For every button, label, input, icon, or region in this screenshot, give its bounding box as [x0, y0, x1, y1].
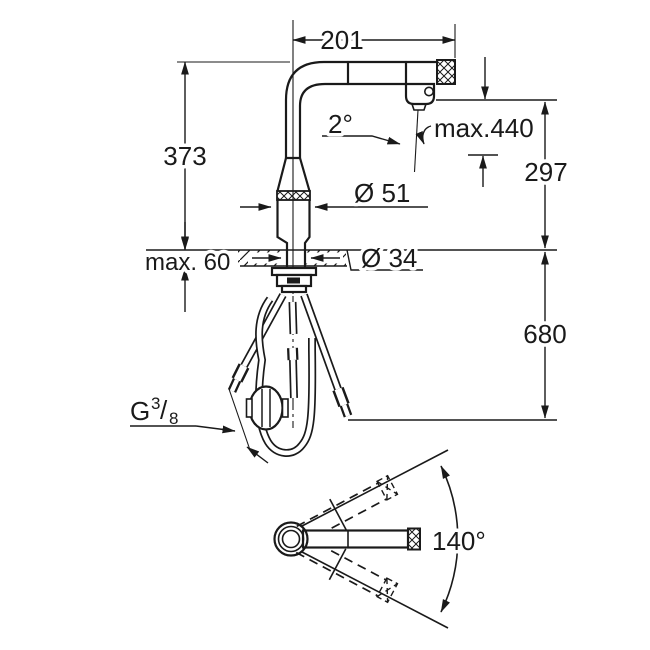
swivel-limit-lower	[301, 551, 449, 629]
mousseur-cap	[436, 59, 456, 85]
swivel-arc	[440, 465, 459, 613]
dim-spout-reach-label: 201	[320, 25, 363, 55]
dim-outlet-height-label: 297	[524, 157, 567, 187]
leader-pullout	[415, 125, 432, 145]
decor-ring	[276, 190, 311, 201]
dim-pullout-label: max.440	[434, 113, 534, 143]
thread-slash: /	[160, 395, 168, 425]
mousseur-cap-top-view	[407, 527, 421, 551]
dim-counter-max-label: max. 60	[145, 249, 230, 276]
spray-button	[423, 86, 434, 97]
dim-swivel-label: 140°	[432, 526, 486, 556]
thread-den: 8	[169, 409, 178, 428]
thread-arrow-1	[195, 425, 236, 434]
front-view: 201 373 2° max.440 297 Ø 51 max. 60 Ø 34	[127, 20, 571, 464]
thread-num: 3	[151, 394, 160, 413]
dim-tilt-label: 2°	[328, 109, 353, 139]
thread-arrow-2	[246, 446, 269, 464]
dim-body-dia-label: Ø 51	[354, 178, 410, 208]
dim-hose-drop-label: 680	[523, 319, 566, 349]
dim-height-label: 373	[163, 141, 206, 171]
leader-tilt	[322, 135, 401, 145]
top-view: 140°	[273, 449, 489, 629]
hose-weight	[245, 385, 289, 431]
spout-inner-profile	[298, 82, 408, 160]
thread-g: G	[130, 396, 150, 426]
thread-ext-line	[228, 388, 251, 451]
spray-outlet	[410, 103, 428, 111]
hose-loop	[255, 296, 317, 457]
spray-stream-line	[413, 109, 419, 173]
swivel-limit-upper	[301, 449, 449, 527]
spout-top-view	[301, 529, 410, 549]
body-cone	[276, 156, 311, 193]
mounting-collar	[280, 284, 308, 294]
base-mid-circle	[277, 525, 305, 553]
body-and-shank	[276, 198, 311, 270]
base-inner-circle	[281, 529, 301, 549]
mounting-detail	[287, 277, 300, 284]
thread-label: G 3 / 8	[127, 391, 182, 432]
pullout-hose-segments	[287, 301, 299, 399]
dia34-step-line	[346, 249, 423, 271]
supply-hoses	[227, 293, 353, 418]
base-outer-circle	[273, 521, 309, 557]
dim-hole-dia-label: Ø 34	[361, 243, 417, 273]
spout-outer-profile	[284, 60, 439, 160]
